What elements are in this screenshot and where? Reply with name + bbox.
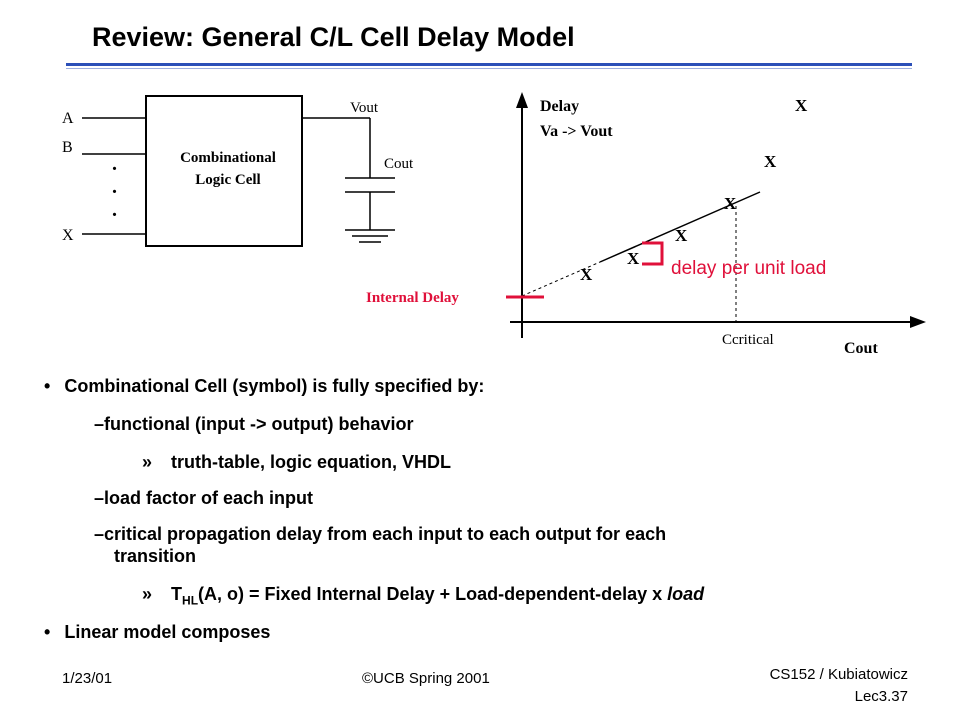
logic-cell-box xyxy=(145,95,303,247)
formula-load: load xyxy=(667,584,705,604)
y-axis-arrowhead xyxy=(516,92,528,108)
internal-delay-label: Internal Delay xyxy=(366,290,459,306)
title-rule-shadow xyxy=(66,68,912,69)
footer-course: CS152 / Kubiatowicz xyxy=(769,666,908,683)
sub-bullet-text: functional (input -> output) behavior xyxy=(104,414,414,434)
input-label-b: B xyxy=(62,139,73,156)
data-point-marker: X xyxy=(675,226,688,245)
footer-date: 1/23/01 xyxy=(62,670,113,687)
data-point-marker: X xyxy=(627,249,640,268)
sub-bullet-text: load factor of each input xyxy=(104,488,314,508)
bullet-item: • Combinational Cell (symbol) is fully s… xyxy=(44,376,484,397)
sub-bullet-item: –load factor of each input xyxy=(94,488,313,509)
bullet-text: Combinational Cell (symbol) is fully spe… xyxy=(64,376,485,396)
data-point-marker: X xyxy=(580,265,593,284)
sub-bullet-item: –functional (input -> output) behavior xyxy=(94,414,413,435)
bullet-text: Linear model composes xyxy=(64,622,271,642)
dash-glyph: – xyxy=(94,414,105,434)
ellipsis-dot-1: . xyxy=(112,153,117,175)
data-point-marker: X xyxy=(724,194,737,213)
input-label-x: X xyxy=(62,227,74,244)
formula-t: T xyxy=(171,584,183,604)
data-point-marker: X xyxy=(795,96,808,115)
footer-copyright: ©UCB Spring 2001 xyxy=(362,670,490,687)
ellipsis-dot-3: . xyxy=(112,199,117,221)
chevron-glyph: » xyxy=(142,452,153,472)
sub-sub-bullet-item: » truth-table, logic equation, VHDL xyxy=(142,452,451,473)
slope-label: delay per unit load xyxy=(671,258,826,279)
slope-bracket xyxy=(642,241,664,266)
cell-label-line2: Logic Cell xyxy=(195,172,260,188)
extrapolated-line xyxy=(521,261,601,297)
bullet-item: • Linear model composes xyxy=(44,622,270,643)
sub-sub-bullet-item: » THL(A, o) = Fixed Internal Delay + Loa… xyxy=(142,584,704,608)
dash-glyph: – xyxy=(94,488,105,508)
bullet-glyph: • xyxy=(44,376,51,396)
y-axis-label-line2: Va -> Vout xyxy=(540,123,613,140)
slide-title: Review: General C/L Cell Delay Model xyxy=(92,22,575,52)
schematic: A B X . . . Combinational Logic Cell Vou… xyxy=(62,95,414,247)
x-axis-label: Cout xyxy=(844,340,878,357)
dash-glyph: – xyxy=(94,524,105,544)
input-label-a: A xyxy=(62,110,74,127)
footer-lecture: Lec3.37 xyxy=(854,688,908,705)
critical-load-label: Ccritical xyxy=(722,332,774,348)
sub-bullet-item: –critical propagation delay from each in… xyxy=(94,524,666,545)
y-axis-label-line1: Delay xyxy=(540,98,579,115)
output-label-vout: Vout xyxy=(350,100,379,116)
chevron-glyph: » xyxy=(142,584,153,604)
formula-subscript: HL xyxy=(182,593,199,608)
bullet-glyph: • xyxy=(44,622,51,642)
formula-body: (A, o) = Fixed Internal Delay + Load-dep… xyxy=(198,584,668,604)
sub-sub-bullet-text: truth-table, logic equation, VHDL xyxy=(171,452,452,472)
sub-sub-bullet-text: THL(A, o) = Fixed Internal Delay + Load-… xyxy=(171,584,705,608)
title-rule xyxy=(66,63,912,66)
delay-graph: Delay Va -> Vout Cout X X X X X X Intern… xyxy=(366,92,926,357)
data-point-marker: X xyxy=(764,152,777,171)
ground-icon xyxy=(345,229,395,243)
sub-bullet-continuation: transition xyxy=(114,546,197,566)
cap-label-cout: Cout xyxy=(384,156,414,172)
sub-bullet-text: critical propagation delay from each inp… xyxy=(104,524,667,544)
ellipsis-dot-2: . xyxy=(112,176,117,198)
x-axis-arrowhead xyxy=(910,316,926,328)
linear-fit-line xyxy=(599,191,761,263)
cell-label-line1: Combinational xyxy=(180,150,276,166)
